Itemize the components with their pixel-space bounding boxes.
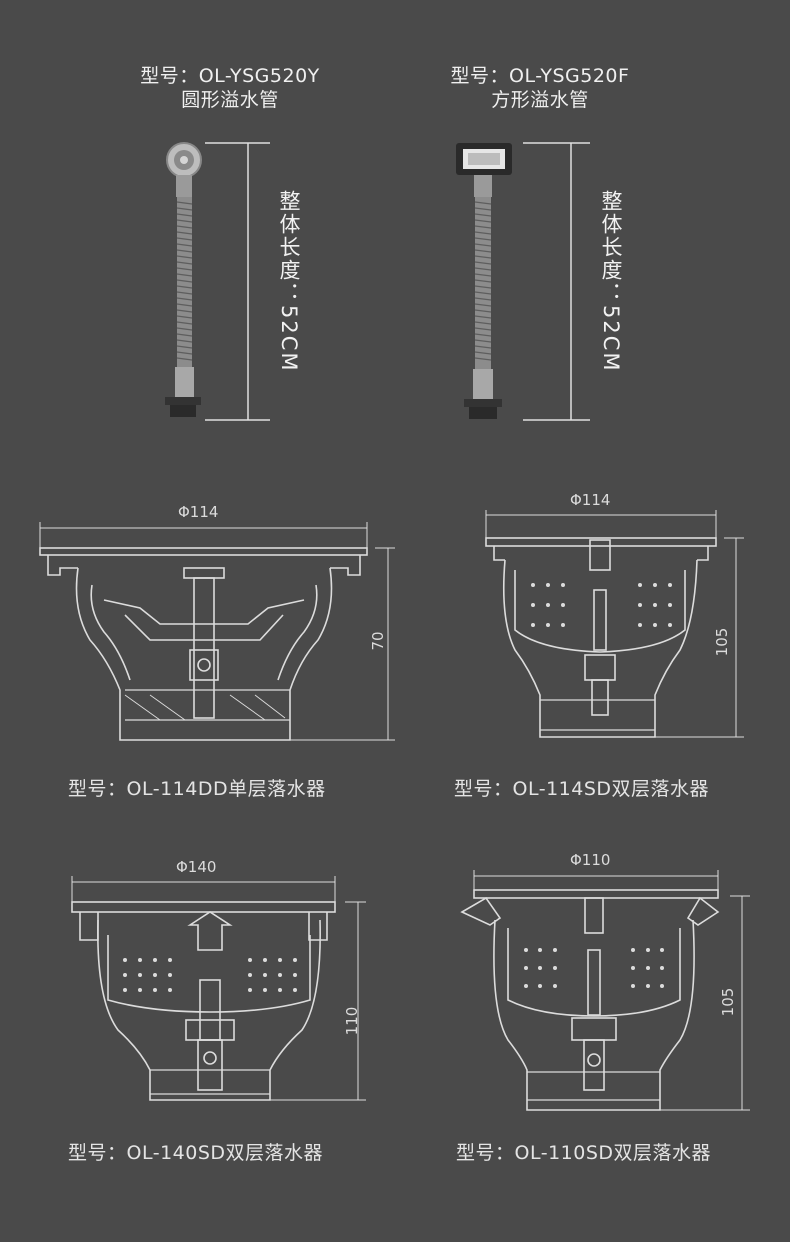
strainer-2-height-label: 105: [713, 627, 731, 657]
square-overflow-pipe-image: [456, 143, 512, 419]
strainer-3-caption: 型号：OL-140SD双层落水器: [68, 1142, 324, 1164]
strainer-4-width-label: Φ110: [570, 851, 611, 869]
pipe-2-header: 型号：OL-YSG520F 方形溢水管: [410, 64, 670, 112]
pipe-2-model: 型号：OL-YSG520F: [450, 65, 630, 87]
strainer-3-drawing: [71, 876, 366, 1101]
strainer-4-caption: 型号：OL-110SD双层落水器: [456, 1142, 712, 1164]
strainer-4-drawing: [460, 870, 750, 1111]
strainer-1-height-label: 70: [369, 631, 387, 651]
strainer-2-drawing: [485, 510, 744, 738]
pipe-2-name: 方形溢水管: [491, 89, 589, 111]
strainer-1-drawing: [39, 522, 395, 741]
round-overflow-pipe-image: [165, 142, 202, 417]
pipe-1-name: 圆形溢水管: [181, 89, 279, 111]
pipe-1-length-bar: [205, 142, 270, 421]
strainer-2-width-label: Φ114: [570, 491, 611, 509]
pipe-2-length-bar: [523, 142, 590, 421]
strainer-4-height-label: 105: [719, 987, 737, 1017]
strainer-3-height-label: 110: [343, 1006, 361, 1036]
strainer-3-width-label: Φ140: [176, 858, 217, 876]
strainer-1-width-label: Φ114: [178, 503, 219, 521]
pipe-2-length-label: 整体长度：52CM: [599, 190, 623, 373]
pipe-1-header: 型号：OL-YSG520Y 圆形溢水管: [100, 64, 360, 112]
pipe-1-length-label: 整体长度：52CM: [277, 190, 301, 373]
strainer-1-caption: 型号：OL-114DD单层落水器: [68, 778, 326, 800]
strainer-2-caption: 型号：OL-114SD双层落水器: [454, 778, 710, 800]
pipe-1-model: 型号：OL-YSG520Y: [140, 65, 320, 87]
